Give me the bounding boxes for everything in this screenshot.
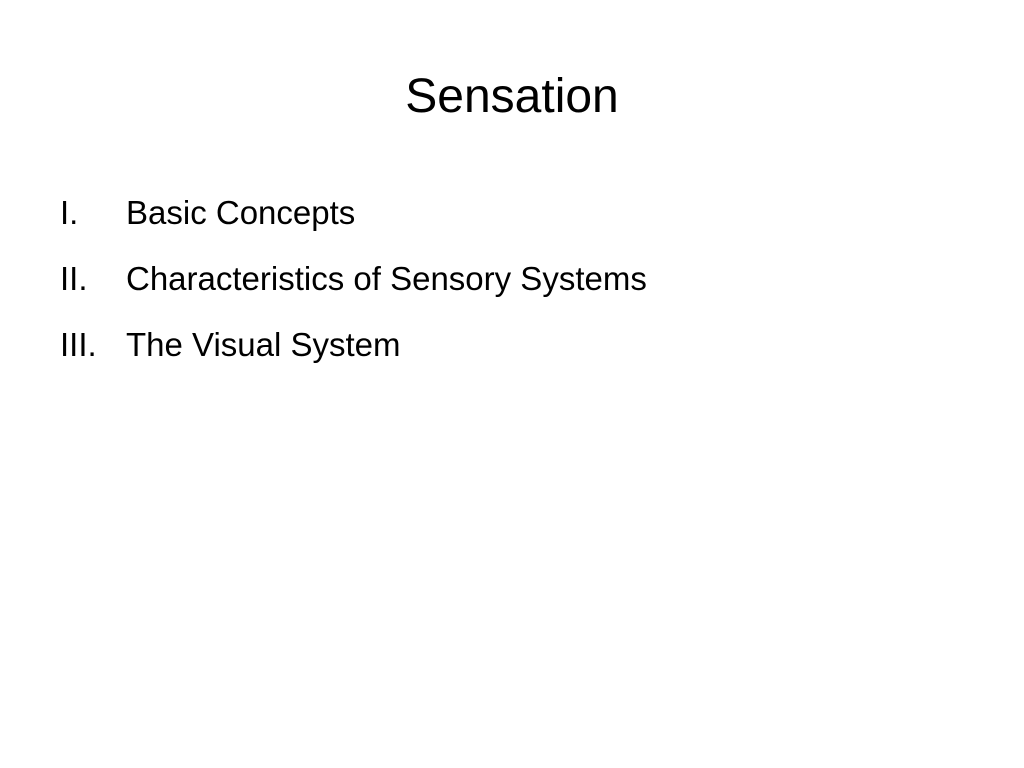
outline-list: I. Basic Concepts II. Characteristics of…: [60, 190, 960, 388]
slide-title: Sensation: [405, 70, 619, 123]
outline-item: II. Characteristics of Sensory Systems: [60, 256, 960, 302]
outline-text: The Visual System: [126, 326, 401, 363]
outline-item: III. The Visual System: [60, 322, 960, 368]
outline-text: Basic Concepts: [126, 194, 356, 231]
outline-numeral: II.: [60, 260, 88, 297]
outline-item: I. Basic Concepts: [60, 190, 960, 236]
outline-numeral: I.: [60, 194, 79, 231]
outline-numeral: III.: [60, 326, 97, 363]
outline-text: Characteristics of Sensory Systems: [126, 260, 647, 297]
